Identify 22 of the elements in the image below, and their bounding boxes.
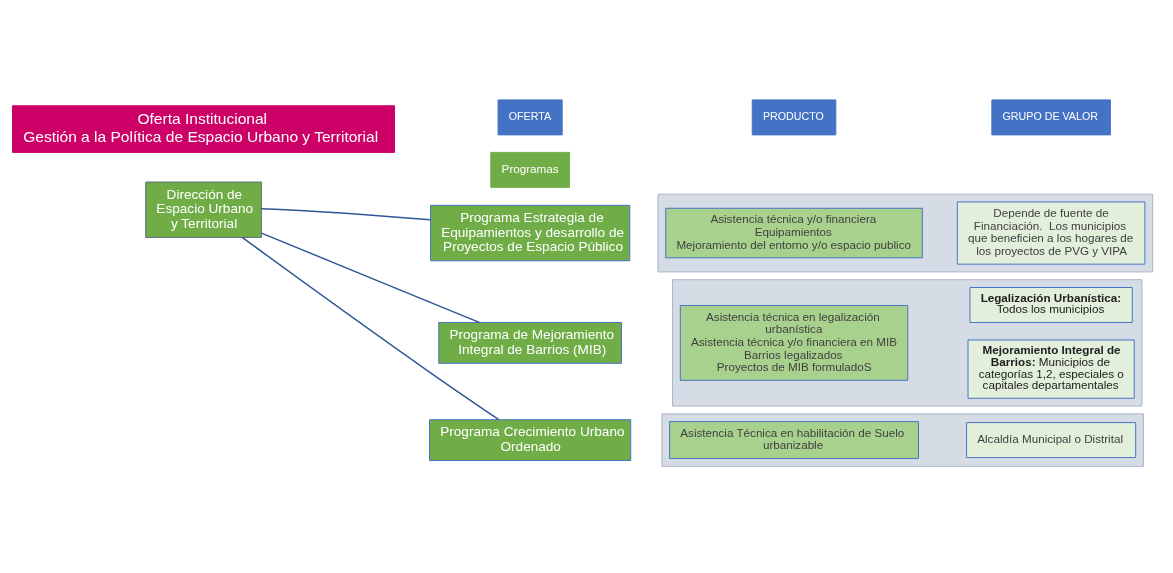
node-box: Asistencia técnica en legalización urbanística Asistencia técnica y/o financiera en MIB Barrios legalizados Proyectos de MIB formuladoS bbox=[679, 304, 909, 381]
legend-label: Programas bbox=[501, 161, 559, 175]
connector bbox=[260, 207, 431, 221]
node-box: Asistencia Técnica en habilitación de Suelo urbanizable bbox=[669, 420, 919, 459]
node-box: Asistencia técnica y/o financiera Equipamientos Mejoramiento del entorno y/o espacio publico bbox=[665, 207, 923, 258]
connector bbox=[241, 236, 500, 420]
node-box: Programa Estrategia de Equipamientos y desarrollo de Proyectos de Espacio Público bbox=[430, 204, 631, 261]
node-box: PRODUCTO bbox=[751, 98, 837, 135]
cluster bbox=[657, 193, 1154, 272]
cluster bbox=[672, 278, 1143, 407]
node-box: Depende de fuente de Financiación. Los municipios que beneficien a los hogares de los proyectos de PVG y VIPA bbox=[956, 200, 1146, 265]
node-box: Oferta Institucional Gestión a la Política de Espacio Urbano y Territorial bbox=[12, 104, 395, 153]
connector bbox=[260, 231, 480, 323]
node-box: Alcaldía Municipal o Distrital bbox=[966, 421, 1137, 458]
node-box: Programa Crecimiento Urbano Ordenado bbox=[429, 418, 632, 461]
node-box: GRUPO DE VALOR bbox=[991, 98, 1111, 135]
node-box: Legalización Urbanística: Todos los municipios bbox=[969, 286, 1133, 323]
node-box: Programa de Mejoramiento Integral de Barrios (MIB) bbox=[438, 321, 622, 364]
node-box: Dirección de Espacio Urbano y Territorial bbox=[145, 181, 262, 238]
cluster bbox=[661, 412, 1144, 467]
node-box: Mejoramiento Integral de Barrios: Municipios de categorías 1,2, especiales o capitales departamentales bbox=[967, 339, 1135, 399]
node-box: OFERTA bbox=[497, 98, 563, 135]
